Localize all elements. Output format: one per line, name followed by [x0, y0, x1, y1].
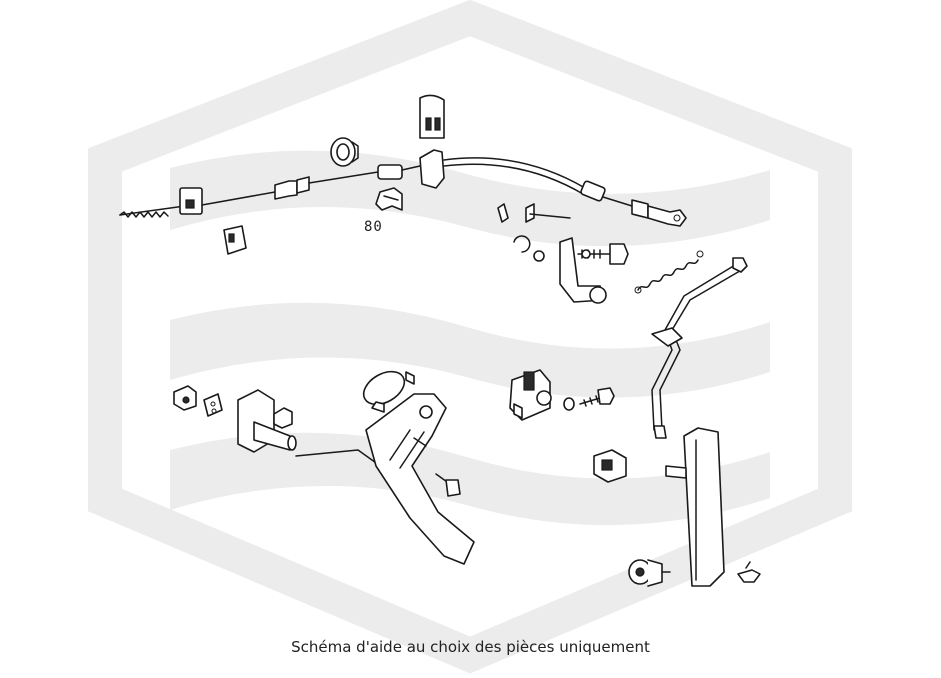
- bracket-clip-part: [375, 187, 403, 211]
- return-spring-part: [634, 250, 704, 294]
- connector-part: [593, 449, 627, 483]
- screw-part: [579, 387, 615, 407]
- square-nut-part: [203, 393, 223, 417]
- part-number-label: 80: [364, 219, 383, 235]
- hexagon-logo-icon: [88, 0, 852, 674]
- pedal-pad-part: [665, 427, 725, 587]
- lever-bracket-part: [497, 203, 607, 304]
- washer-part: [563, 397, 575, 411]
- pedal-lever-part: [362, 370, 475, 565]
- hex-bolt-part: [577, 243, 629, 265]
- pedal-pivot-part: [237, 389, 297, 453]
- grommet-part: [330, 137, 359, 167]
- retaining-clip-part: [419, 94, 445, 139]
- mounting-bracket-part: [223, 225, 247, 255]
- diagram-caption: Schéma d'aide au choix des pièces unique…: [291, 638, 650, 656]
- spring-clip-part: [737, 561, 761, 583]
- switch-part: [628, 559, 671, 587]
- sensor-part: [509, 369, 552, 421]
- small-clip-part: [173, 385, 197, 411]
- accelerator-rod-part: [651, 257, 748, 439]
- throttle-cable: [119, 149, 687, 227]
